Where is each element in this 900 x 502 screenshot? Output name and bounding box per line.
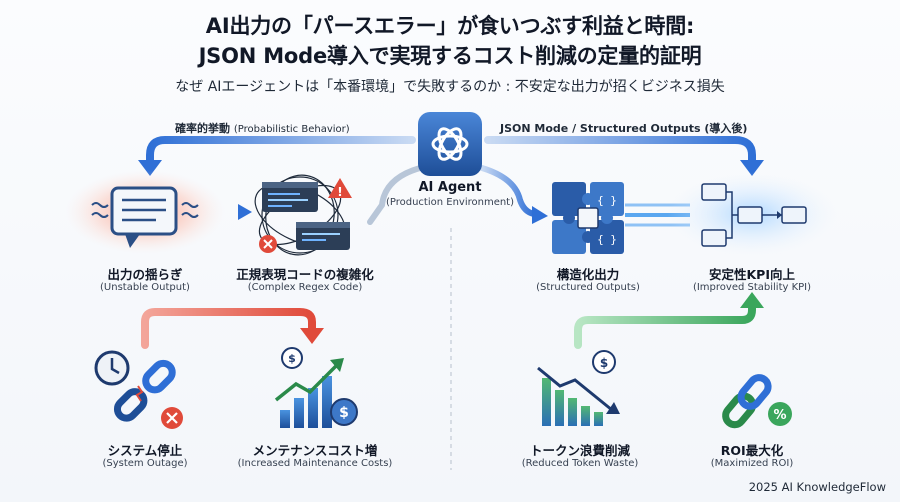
svg-text:$: $ [600, 356, 608, 370]
token-waste-icon: $ [537, 350, 620, 426]
roi-sub: (Maximized ROI) [710, 458, 794, 469]
svg-text:%: % [773, 408, 786, 423]
unstable-output-label: 出力の揺らぎ [107, 267, 183, 282]
title-line-2: JSON Mode導入で実現するコスト削減の定量的証明 [198, 44, 702, 68]
maintenance-cost-sub: (Increased Maintenance Costs) [237, 458, 393, 469]
footer-credit: 2025 AI KnowledgeFlow [748, 480, 886, 494]
svg-text:{ }: { } [597, 233, 617, 246]
structured-outputs-label: 構造化出力 [556, 267, 620, 282]
svg-text:$: $ [339, 405, 349, 421]
center-label: AI Agent [418, 180, 482, 195]
system-outage-icon [94, 350, 183, 429]
maintenance-cost-label: メンテナンスコスト増 [252, 443, 378, 458]
connector-center-structured [479, 165, 548, 224]
stability-kpi-sub: (Improved Stability KPI) [692, 282, 812, 293]
connector-center-regex [367, 165, 423, 225]
token-waste-label: トークン浪費削減 [529, 443, 630, 458]
red-arrow-costs [141, 308, 324, 349]
complex-regex-label: 正規表現コードの複雑化 [236, 267, 374, 282]
token-waste-sub: (Reduced Token Waste) [521, 458, 639, 469]
roi-icon: % [722, 374, 792, 429]
flow-arrow-right [484, 136, 764, 176]
maintenance-cost-icon: $ $ [274, 347, 358, 428]
system-outage-label: システム停止 [107, 443, 183, 458]
svg-text:$: $ [288, 352, 296, 365]
svg-text:{ }: { } [597, 194, 617, 207]
center-sub: (Production Environment) [385, 197, 515, 208]
ai-agent-icon [418, 112, 482, 176]
unstable-output-sub: (Unstable Output) [100, 282, 190, 293]
flow-label-left: 確率的挙動 (Probabilistic Behavior) [175, 122, 350, 135]
complex-regex-sub: (Complex Regex Code) [247, 282, 363, 293]
complex-regex-icon: ! [254, 174, 352, 256]
green-arrow-benefits [574, 292, 764, 349]
subtitle: なぜ AIエージェントは「本番環境」で失敗するのか : 不安定な出力が招くビジネ… [175, 79, 725, 95]
stability-kpi-icon [667, 172, 837, 256]
unstable-output-icon [65, 170, 225, 254]
svg-text:!: ! [337, 185, 342, 199]
title-line-1: AI出力の「パースエラー」が食いつぶす利益と時間: [205, 14, 695, 38]
stability-kpi-label: 安定性KPI向上 [709, 267, 795, 282]
system-outage-sub: (System Outage) [102, 458, 188, 469]
structured-outputs-sub: (Structured Outputs) [536, 282, 640, 293]
flow-label-right: JSON Mode / Structured Outputs (導入後) [500, 122, 748, 135]
structured-outputs-icon: { } { } [552, 182, 624, 254]
flow-arrow-left [138, 136, 416, 176]
roi-label: ROI最大化 [720, 443, 784, 458]
